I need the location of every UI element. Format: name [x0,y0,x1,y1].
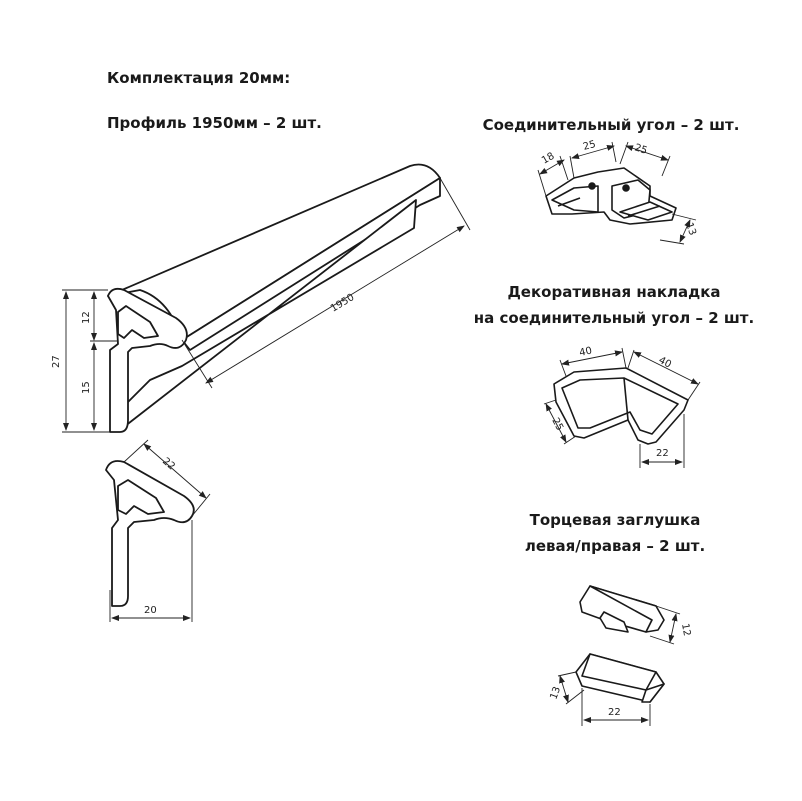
corner-part [545,167,677,225]
profile-section [105,460,195,607]
profile-title: Профиль 1950мм – 2 шт. [107,114,322,132]
dim-corner-c: 25 [633,142,649,156]
dim-corner-d: 13 [683,221,698,237]
profile-end-notch [117,305,159,339]
overlay-part [553,367,689,445]
dim-overlay-b: 40 [657,355,673,371]
kit-title: Комплектация 20мм: [107,69,291,87]
corner-dimensions [537,141,697,245]
end-cap-title-line2: левая/правая – 2 шт. [524,537,706,555]
corner-title: Соединительный угол – 2 шт. [482,116,740,134]
overlay-dimensions [543,347,701,468]
dim-corner-b: 25 [582,139,597,153]
dim-profile-height-upper: 12 [81,311,92,324]
dim-end-cap-c: 22 [608,707,621,718]
overlay-title-line2: на соединительный угол – 2 шт. [473,309,755,327]
dim-profile-length: 1950 [329,292,356,315]
end-cap-upper-dimensions [649,605,681,645]
dim-end-cap-a: 12 [679,623,692,637]
dim-overlay-d: 22 [656,448,669,459]
profile-perspective [107,163,441,433]
dim-overlay-c: 25 [549,416,565,432]
dim-corner-a: 18 [540,151,557,167]
section-dimensions [109,439,211,622]
dim-profile-height-lower: 15 [81,381,92,394]
end-cap-lower [575,653,665,703]
end-cap-lower-dimensions [557,671,651,726]
overlay-title-line1: Декоративная накладка [507,283,721,301]
dim-profile-height-total: 27 [51,355,62,368]
end-cap-upper [579,585,665,633]
dim-section-width: 20 [144,605,157,616]
dim-overlay-a: 40 [578,346,593,359]
end-cap-title-line1: Торцевая заглушка [529,511,701,529]
profile-dimensions [62,177,471,433]
dim-end-cap-b: 13 [548,685,563,701]
